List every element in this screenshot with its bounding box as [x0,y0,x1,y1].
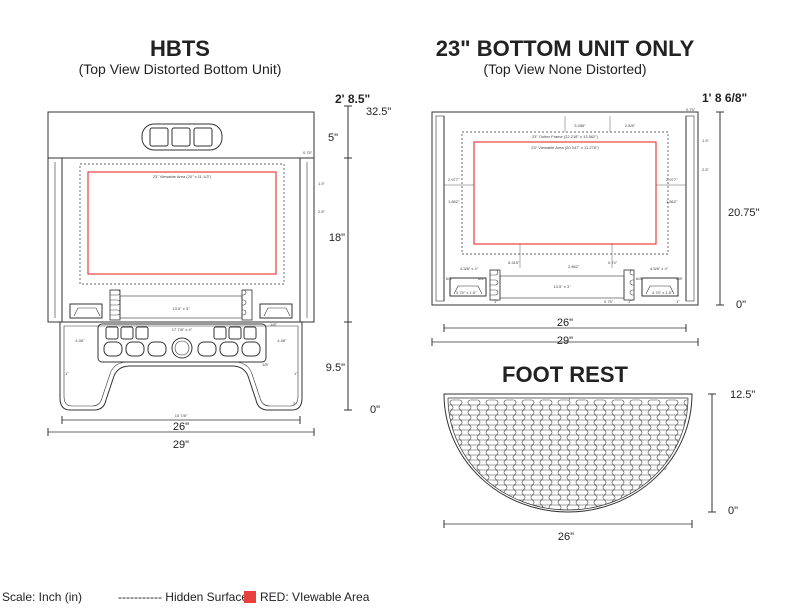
hbts-small-5: 1" [294,371,298,376]
bu-small-1: 3.056" [574,123,586,128]
bu-small-12: 4.5/8" x 4" [460,266,479,271]
bu-small-2: 2.5/8" [625,123,636,128]
hbts-speaker-right [241,289,253,321]
bottom-unit-title: 23" BOTTOM UNIT ONLY [435,36,695,61]
bu-small-23: 1" [676,299,680,304]
fr-small-0: 1" [568,396,572,401]
bottom-unit-hidden-frame [461,131,669,255]
hbts-small-7: 0" [293,401,297,406]
hbts-side-right: 4.06" [277,338,287,343]
bu-small-4: 2.5" [702,167,710,172]
bu-small-19: 6/8" [676,276,684,281]
hbts-tray-right [259,303,293,319]
bottom-unit-speaker-left [489,269,501,301]
bottom-unit-subtitle: (Top View None Distorted) [483,61,647,77]
bu-small-7: 1.862" [448,199,460,204]
bottom-unit-dim-20-75: 20.75" [728,207,760,219]
hbts-small-3: 1/8" [270,322,278,327]
bu-small-0: 0.75" [686,107,696,112]
fr-small-2: 1" [664,466,668,471]
bu-small-3: 1.5" [702,138,710,143]
hbts-control-panel [97,323,267,363]
bu-small-22: 1" [628,299,632,304]
hbts-title: HBTS [150,36,210,61]
bu-small-18: 6/8" [636,276,644,281]
foot-rest-outline [443,393,693,513]
bottom-unit-frame-label: 23" Outter Frame (22.218" x 13.562") [532,134,599,139]
bottom-unit-drawing [431,111,724,346]
legend-scale: Scale: Inch (in) [2,590,83,604]
hbts-dim-18: 18" [329,232,345,244]
hbts-tray-left [69,303,103,319]
bottom-unit-speaker-right [623,269,635,301]
bu-small-13: 4.5/8" x 4" [650,266,669,271]
hbts-viewable-label: 23" Viewable Area (20" x 11 1/3") [153,174,212,179]
bottom-unit-dim-0: 0" [736,299,746,311]
hbts-bottom-deck [59,321,303,411]
legend-hidden-surface: ----------- Hidden Surface [118,590,249,604]
hbts-speaker-left [109,289,121,321]
bu-small-6: 2.977" [666,177,678,182]
bottom-unit-width-26: 26" [557,317,573,329]
legend-red-label: RED: VIewable Area [260,590,370,604]
bottom-unit-viewable-label: 23" Viewable Area (20.047" x 11.278") [531,145,599,150]
hbts-bottom-width: 15 7/8" [175,413,188,418]
hbts-dim-0: 0" [370,404,380,416]
bottom-unit-speaker-area [499,275,625,299]
hbts-small-1: 1.5" [318,181,326,186]
hbts-dim-5: 5" [328,132,338,144]
hbts-small-4: 1" [65,371,69,376]
hbts-drawing [47,105,352,436]
hbts-small-2: 2.5" [318,209,326,214]
foot-rest-drawing [443,393,716,528]
bottom-unit-total-depth: 1' 8 6/8" [702,91,747,105]
hbts-width-26: 26" [173,421,189,433]
bu-small-20: 1" [494,299,498,304]
bottom-unit-outer [431,111,699,306]
foot-rest-title: FOOT REST [502,362,628,387]
bottom-unit-viewable-area [473,141,657,245]
legend-viewable: RED: VIewable Area [244,590,369,604]
bu-small-8: 1.862" [666,199,678,204]
foot-rest-width: 26" [558,531,574,543]
legend-red-swatch [244,591,256,603]
foot-rest-dim-0: 0" [728,505,738,517]
bu-small-5: 2.977" [448,177,460,182]
bottom-unit-width-29: 29" [557,335,573,347]
hbts-top-bar [47,111,315,159]
bu-small-9: 5.315" [508,260,520,265]
bu-small-10: 2.862" [568,264,580,269]
foot-rest-dim-12-5: 12.5" [730,389,755,401]
hbts-speaker-label: 13.5" x 3" [172,306,190,311]
bu-small-11: 0.74" [608,260,618,265]
hbts-viewable-area [87,171,277,275]
hbts-width-29: 29" [173,439,189,451]
hbts-joystick [171,337,193,359]
bottom-unit-tray-right [641,277,679,297]
bu-small-21: 0.75" [604,299,614,304]
bu-small-15: 3.75" x 1.5" [652,290,673,295]
hbts-side-left: 4.06" [75,338,85,343]
bottom-unit-speaker-label: 13.5" x 3" [553,284,571,289]
bottom-unit-tray-left [449,277,487,297]
hbts-total-depth: 2' 8.5" [335,92,370,106]
hbts-subtitle: (Top View Distorted Bottom Unit) [78,61,282,77]
hbts-dim-32-5: 32.5" [366,106,391,118]
bu-small-17: 6/8" [478,276,486,281]
bu-small-16: 6/8" [446,276,454,281]
fr-small-1: 1" [660,448,664,453]
hbts-panel-label: 17 7/8" x 4" [172,327,193,332]
hbts-hidden-frame [79,163,285,285]
bu-small-14: 3.75" x 1.5" [456,290,477,295]
hbts-small-6: 1/8" [262,362,270,367]
hbts-dim-9-5: 9.5" [326,362,345,374]
hbts-top-buttons [141,123,223,151]
hbts-speaker-area [119,295,243,319]
hbts-small-0: 0.75" [303,150,313,155]
